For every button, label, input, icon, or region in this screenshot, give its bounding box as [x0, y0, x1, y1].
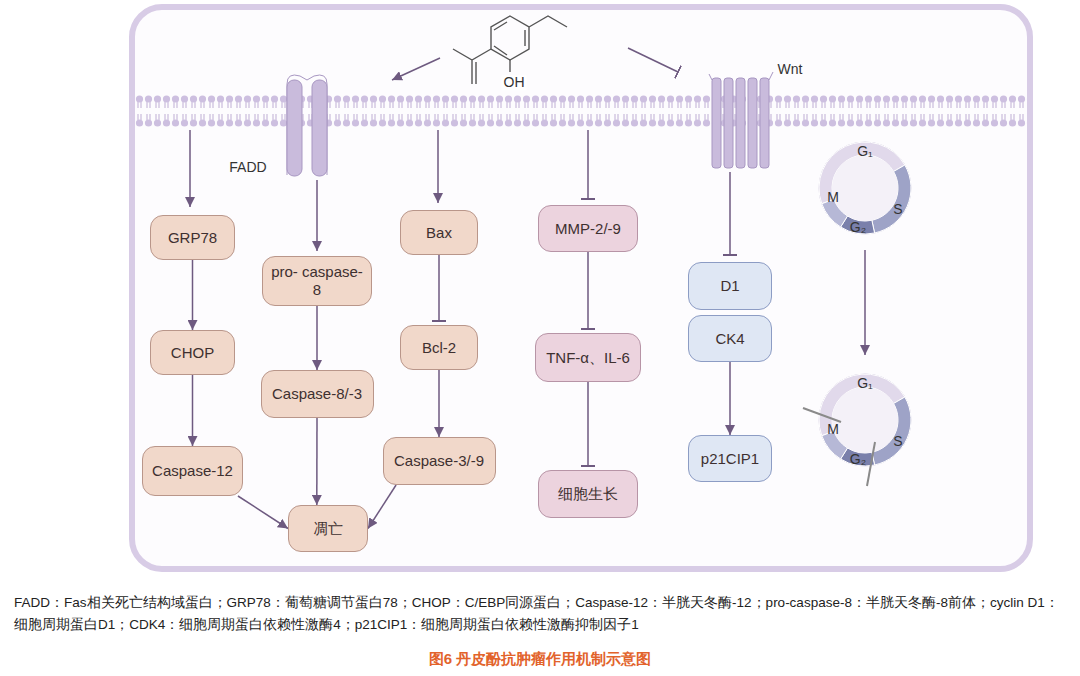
drawing-part	[312, 80, 327, 176]
process-box: GRP78	[150, 215, 235, 260]
box-label: D1	[716, 275, 743, 297]
drawing-part	[867, 442, 875, 486]
box-label: TNF-α、IL-6	[542, 347, 634, 369]
drawing-part	[803, 408, 841, 422]
process-box: Caspase-12	[142, 446, 243, 496]
box-label: 凋亡	[309, 518, 347, 540]
drawing-part	[392, 58, 440, 80]
process-box: CK4	[688, 315, 772, 362]
process-box: CHOP	[150, 330, 235, 375]
process-box: 凋亡	[288, 505, 368, 552]
figure-title: 图6 丹皮酚抗肿瘤作用机制示意图	[0, 650, 1080, 669]
process-box: MMP-2/-9	[538, 205, 638, 252]
process-box: Bcl-2	[400, 325, 478, 370]
drawing-part	[494, 22, 525, 55]
box-label: Bax	[422, 222, 456, 244]
signal-connector	[438, 370, 440, 437]
part-label: M	[827, 190, 839, 205]
process-box: Bax	[400, 210, 478, 255]
cell-outline	[132, 7, 1030, 569]
drawing-part	[491, 16, 529, 60]
signal-connector	[438, 255, 440, 321]
drawing-part	[832, 155, 898, 221]
drawing-part	[748, 78, 757, 168]
fadd-receptor	[287, 75, 327, 176]
cycle-ring	[803, 374, 911, 486]
signal-connector	[192, 260, 194, 330]
signal-connector	[192, 375, 194, 446]
drawing-part	[189, 130, 191, 207]
part-label: Wnt	[778, 62, 803, 77]
part-label: G₂	[850, 220, 866, 235]
signal-connector	[587, 382, 589, 466]
drawing-part	[587, 130, 589, 199]
box-label: Caspase-8/-3	[268, 383, 366, 405]
part-label: G₂	[850, 452, 866, 467]
drawing-part	[628, 48, 678, 72]
cell-cycle	[803, 142, 911, 486]
signal-connector	[729, 362, 731, 435]
box-label: pro- caspase-8	[263, 261, 371, 301]
paeonol-molecule	[453, 16, 567, 84]
box-label: p21CIP1	[697, 448, 763, 470]
part-label: G₁	[857, 144, 873, 159]
box-label: CHOP	[167, 342, 218, 364]
drawing-part	[736, 78, 745, 168]
signal-connector	[587, 252, 589, 329]
signal-connector	[316, 418, 318, 505]
box-label: Caspase-3/-9	[390, 450, 488, 472]
process-box: D1	[688, 262, 772, 310]
drawing-part	[287, 75, 327, 175]
part-label: S	[893, 202, 902, 217]
drawing-part	[712, 78, 721, 168]
signal-connector	[238, 496, 288, 529]
box-label: Caspase-12	[148, 460, 237, 482]
drawing-part	[287, 80, 302, 176]
part-label: M	[827, 422, 839, 437]
box-label: Bcl-2	[418, 337, 460, 359]
box-label: 细胞生长	[554, 483, 622, 505]
drawing-part	[316, 180, 318, 251]
box-label: CK4	[711, 328, 748, 350]
box-label: MMP-2/-9	[551, 218, 625, 240]
wnt-receptor	[709, 72, 773, 168]
drawing-part	[760, 78, 769, 168]
signal-connector	[316, 306, 318, 370]
figure-caption: FADD：Fas相关死亡结构域蛋白；GRP78：葡萄糖调节蛋白78；CHOP：C…	[14, 592, 1066, 635]
drawing-part	[453, 49, 491, 84]
drawing-part	[509, 60, 510, 72]
drawing-part	[529, 16, 567, 27]
part-label: FADD	[229, 160, 266, 175]
part-label: S	[893, 434, 902, 449]
leader-lines	[190, 48, 865, 355]
process-box: TNF-α、IL-6	[535, 333, 641, 382]
process-box: Caspase-8/-3	[261, 370, 374, 418]
process-box: Caspase-3/-9	[383, 437, 496, 485]
drawing-part	[832, 387, 898, 453]
drawing-part	[724, 78, 733, 168]
process-box: p21CIP1	[688, 435, 772, 482]
process-box: 细胞生长	[538, 470, 638, 518]
part-label: G₁	[857, 376, 873, 391]
box-label: GRP78	[164, 227, 221, 249]
part-label: OH	[502, 75, 527, 90]
signal-connector	[368, 485, 396, 529]
drawing-part	[864, 250, 866, 355]
drawing-part	[729, 172, 731, 255]
process-box: pro- caspase-8	[262, 256, 372, 306]
drawing-part	[437, 130, 439, 203]
cell-membrane	[135, 95, 1027, 127]
drawing-part	[709, 72, 773, 80]
